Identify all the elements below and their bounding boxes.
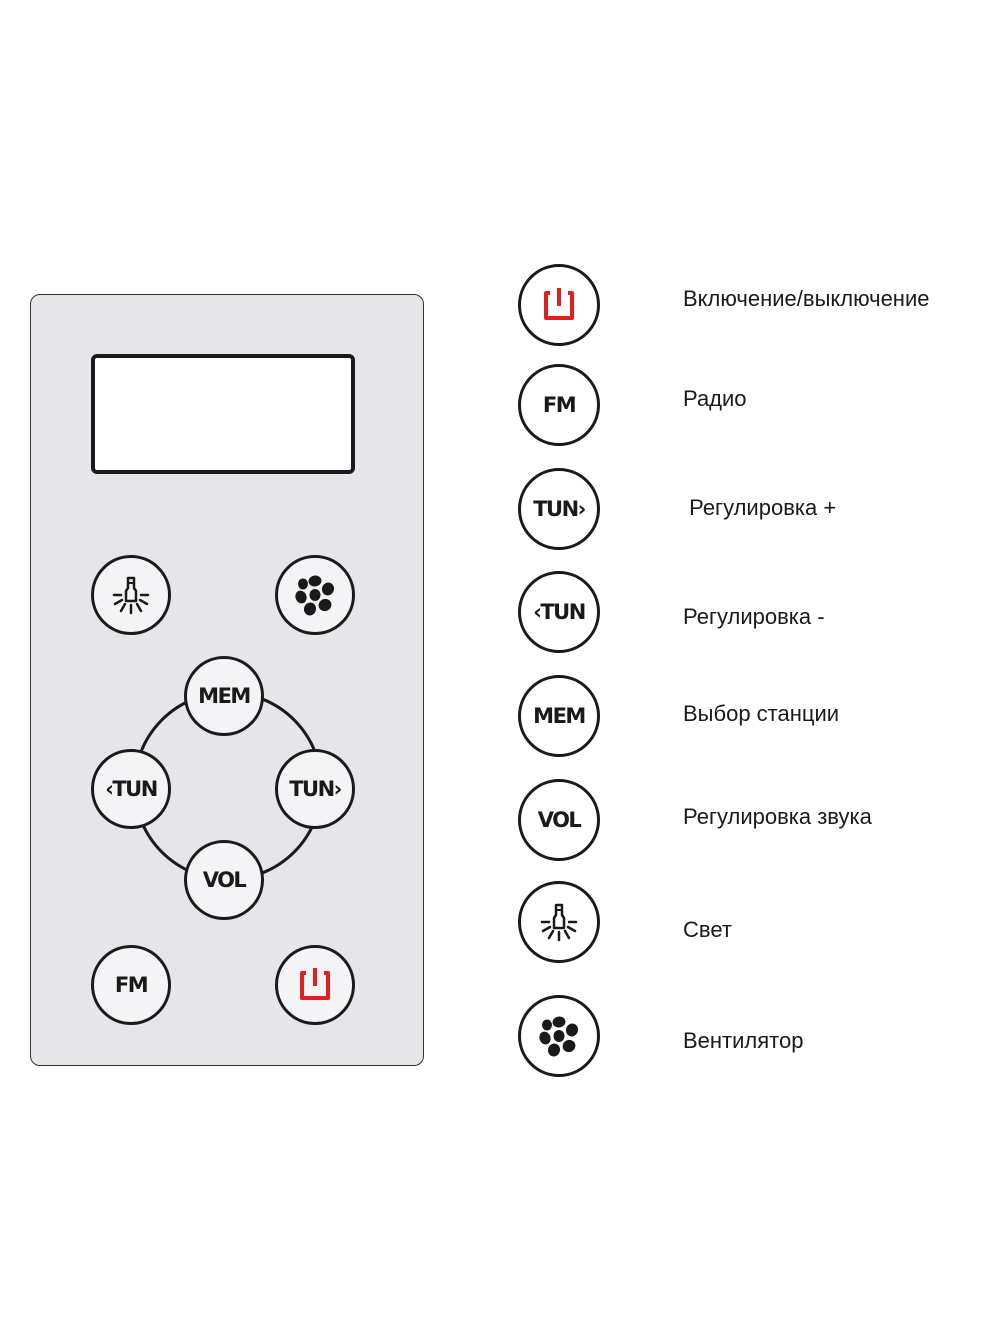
control-panel: MEM ‹TUN TUN› VOL FM — [30, 294, 424, 1066]
legend-text-fan: Вентилятор — [683, 1028, 804, 1053]
legend-text-fm: Радио — [683, 386, 747, 411]
legend-tun-right-label: TUN› — [533, 496, 586, 521]
legend-mem-label: MEM — [533, 703, 586, 728]
legend-fm-label: FM — [542, 392, 577, 417]
legend-text-tun-right: Регулировка + — [683, 495, 837, 520]
legend-text-power: Включение/выключение — [683, 286, 930, 311]
legend-vol-label: VOL — [537, 807, 582, 832]
fan-icon — [539, 1016, 579, 1057]
legend-fm-icon: FM — [518, 364, 600, 446]
tun-left-button[interactable]: ‹TUN — [91, 749, 171, 829]
legend-text-mem: Выбор станции — [683, 701, 840, 726]
legend-text-vol: Регулировка звука — [683, 804, 872, 829]
legend-mem-icon: MEM — [518, 675, 600, 757]
fm-button-label: FM — [114, 972, 149, 997]
tun-right-button[interactable]: TUN› — [275, 749, 355, 829]
power-button[interactable] — [275, 945, 355, 1025]
fan-icon — [290, 570, 340, 620]
legend-power-icon — [518, 264, 600, 346]
legend-tun-right-icon: TUN› — [518, 468, 600, 550]
legend-text-tun-left: Регулировка - — [683, 604, 825, 629]
legend-light-icon — [518, 881, 600, 963]
tun-left-button-label: ‹TUN — [105, 776, 158, 801]
legend-tun-left-label: ‹TUN — [533, 599, 586, 624]
light-icon — [540, 903, 578, 942]
fan-button[interactable] — [275, 555, 355, 635]
light-button[interactable] — [91, 555, 171, 635]
power-icon — [295, 965, 335, 1005]
tun-right-button-label: TUN› — [289, 776, 342, 801]
legend-text-light: Свет — [683, 917, 732, 942]
legend-fan-icon — [518, 995, 600, 1077]
power-icon — [544, 288, 574, 320]
display-screen — [91, 354, 355, 474]
light-icon — [107, 571, 155, 619]
vol-button-label: VOL — [202, 867, 247, 892]
fm-button[interactable]: FM — [91, 945, 171, 1025]
mem-button-label: MEM — [198, 683, 251, 708]
legend-vol-icon: VOL — [518, 779, 600, 861]
vol-button[interactable]: VOL — [184, 840, 264, 920]
mem-button[interactable]: MEM — [184, 656, 264, 736]
legend-tun-left-icon: ‹TUN — [518, 571, 600, 653]
